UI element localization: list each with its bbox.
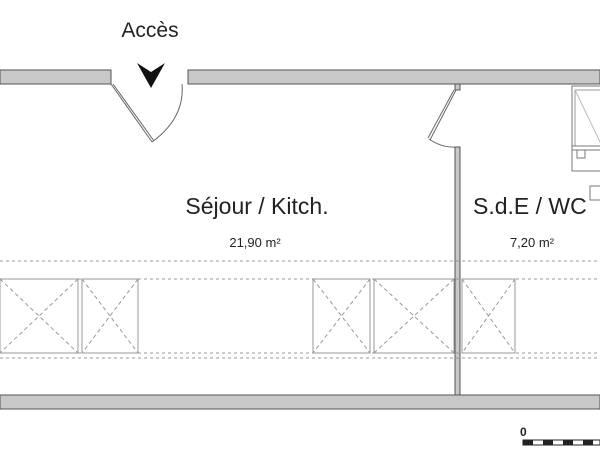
cross-box-2 (81, 278, 139, 354)
cross-box-1 (0, 278, 79, 354)
access-label: Accès (121, 19, 178, 42)
room-name-sejour: Séjour / Kitch. (185, 193, 328, 219)
cross-box-4 (373, 278, 455, 354)
shower-fixture (571, 85, 600, 201)
bathroom-door (427, 89, 457, 148)
exterior-wall-bottom (0, 394, 600, 410)
dashed-lines (0, 260, 600, 359)
scale-zero-label: 0 (520, 425, 527, 439)
cross-box-5 (461, 278, 516, 354)
cross-box-3 (312, 278, 371, 354)
entrance-door (110, 83, 183, 143)
partition-wall (454, 83, 461, 396)
scale-bar (522, 439, 600, 446)
room-area-sde: 7,20 m² (510, 235, 555, 250)
room-name-sde: S.d.E / WC (473, 193, 587, 219)
exterior-wall-top (0, 69, 600, 85)
room-area-sejour: 21,90 m² (229, 235, 281, 250)
entrance-arrow-icon (137, 63, 165, 88)
